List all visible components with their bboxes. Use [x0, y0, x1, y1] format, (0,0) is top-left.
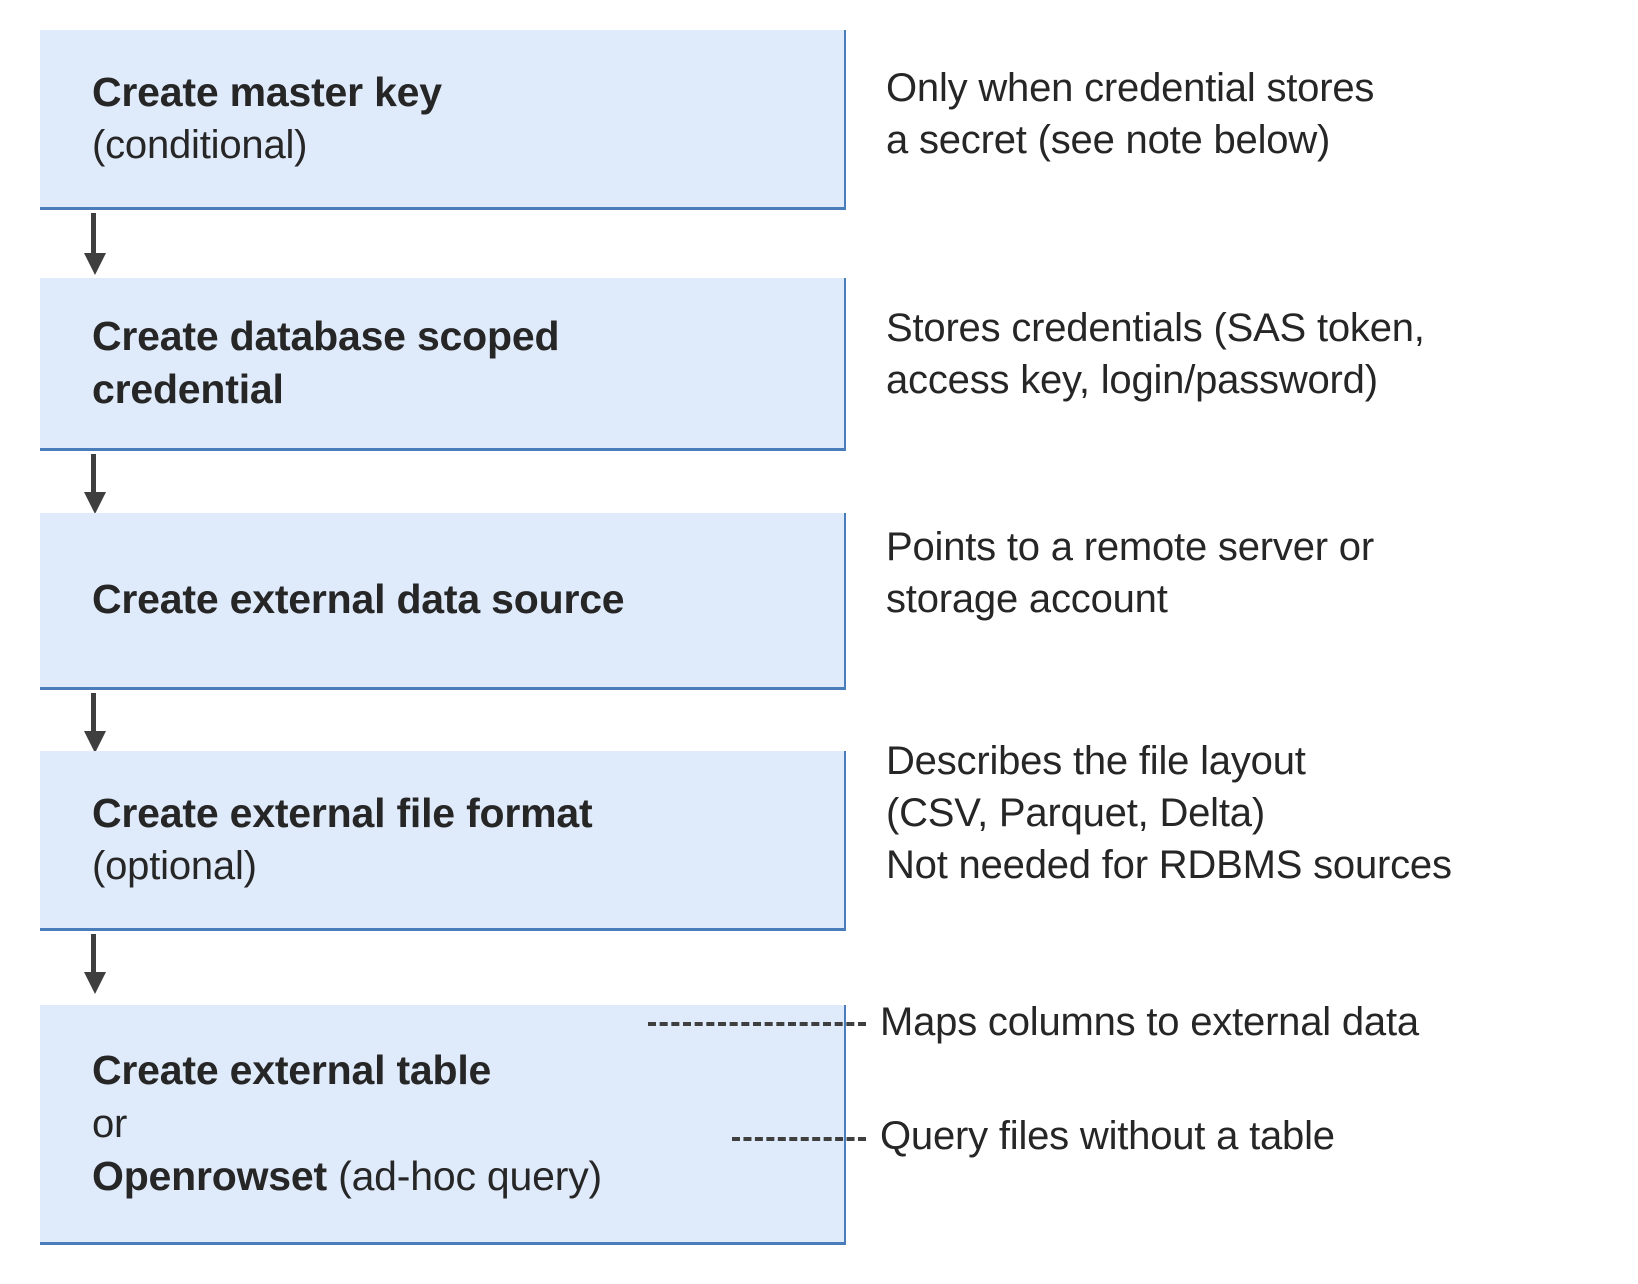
step-note-create-database-scoped-credential: Stores credentials (SAS token, access ke…: [886, 306, 1425, 402]
step-box-create-database-scoped-credential[interactable]: Create database scoped credential: [40, 278, 846, 451]
step-title: Create external file format: [92, 789, 593, 836]
openrowset-qualifier: (ad-hoc query): [326, 1152, 602, 1199]
arrow-down-icon-1: [84, 213, 106, 275]
arrow-down-icon-4: [84, 934, 106, 996]
final-step-line-create-external-table: Create external table: [92, 1047, 492, 1094]
step-text-block: Create external data source: [40, 573, 844, 626]
step-title: Create database scoped credential: [92, 312, 560, 412]
arrow-down-icon-2: [84, 454, 106, 516]
step-box-create-external-data-source[interactable]: Create external data source: [40, 513, 846, 690]
step-text-block: Create master key (conditional): [40, 66, 844, 171]
step-text-block: Create external table or Openrowset (ad-…: [40, 1044, 844, 1203]
step-note-create-external-data-source: Points to a remote server or storage acc…: [886, 525, 1374, 621]
step-note-create-master-key: Only when credential stores a secret (se…: [886, 66, 1375, 162]
openrowset-label: Openrowset: [92, 1152, 327, 1199]
final-note-maps-columns: Maps columns to external data: [880, 1000, 1419, 1044]
dashed-connector-external-table: [648, 1022, 866, 1026]
step-box-create-external-file-format[interactable]: Create external file format (optional): [40, 751, 846, 931]
final-note-query-files: Query files without a table: [880, 1114, 1335, 1158]
step-subtitle: (optional): [92, 844, 257, 889]
step-title: Create external data source: [92, 576, 625, 623]
final-step-line-openrowset: Openrowset (ad-hoc query): [92, 1150, 844, 1203]
step-note-create-external-file-format: Describes the file layout (CSV, Parquet,…: [886, 739, 1452, 887]
step-text-block: Create database scoped credential: [40, 310, 844, 417]
step-text-block: Create external file format (optional): [40, 787, 844, 892]
step-box-create-external-table-or-openrowset[interactable]: Create external table or Openrowset (ad-…: [40, 1005, 846, 1245]
step-title: Create master key: [92, 68, 442, 115]
final-step-line-or: or: [92, 1101, 128, 1146]
dashed-connector-openrowset: [732, 1137, 866, 1141]
arrow-down-icon-3: [84, 693, 106, 755]
step-subtitle: (conditional): [92, 123, 308, 168]
step-box-create-master-key[interactable]: Create master key (conditional): [40, 30, 846, 210]
